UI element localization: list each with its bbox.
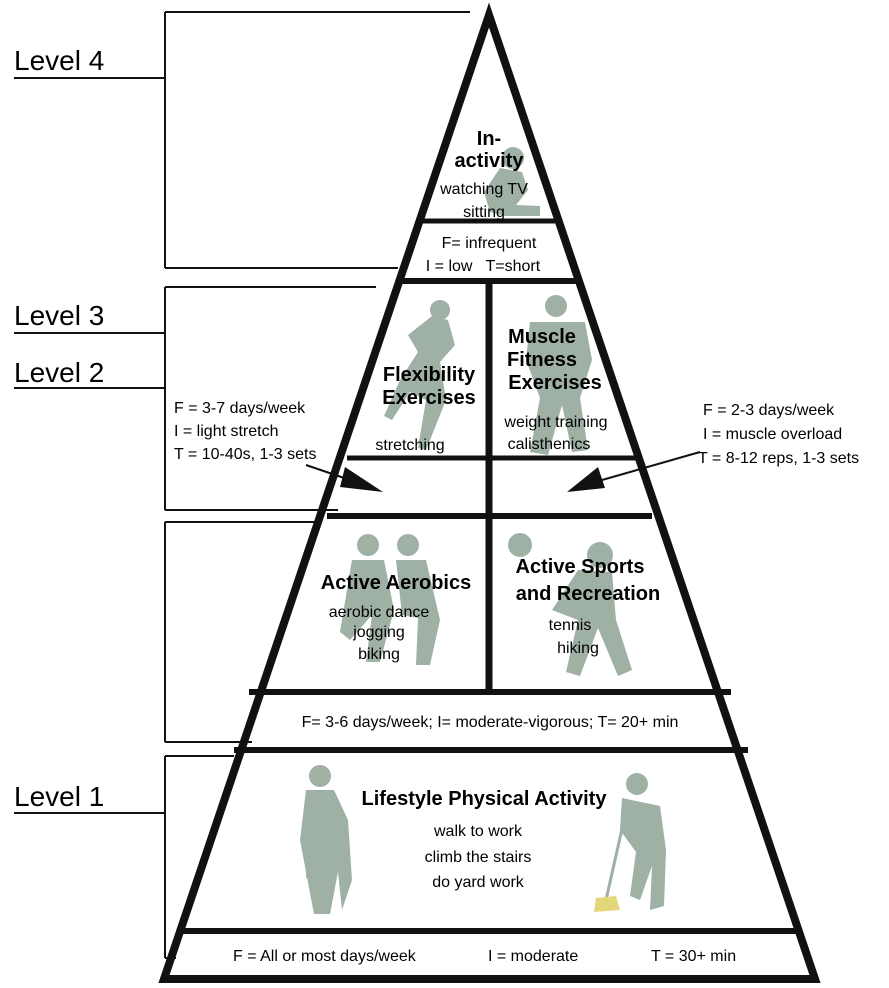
flexibility-title-2: Exercises — [382, 387, 475, 409]
flexibility-fit-t: T = 10-40s, 1-3 sets — [174, 446, 316, 463]
flexibility-fit-f: F = 3-7 days/week — [174, 400, 306, 417]
sports-tennis-figure — [508, 533, 632, 676]
aerobics-example: aerobic dance — [329, 604, 430, 621]
flexibility-fit-arrow — [305, 464, 383, 492]
muscle-example: calisthenics — [508, 436, 591, 453]
broom-bristles — [594, 896, 620, 912]
sports-title-2: and Recreation — [516, 583, 660, 605]
muscle-fit-t: T = 8-12 reps, 1-3 sets — [698, 450, 859, 467]
lifestyle-example: do yard work — [432, 874, 525, 891]
muscle-fit: F = 2-3 days/week I = muscle overload T … — [698, 402, 859, 467]
muscle-title-1: Muscle — [508, 326, 576, 348]
level-2-fit: F= 3-6 days/week; I= moderate-vigorous; … — [302, 714, 679, 731]
inactivity-fit-it: I = low T=short — [426, 258, 541, 275]
lifestyle-fit-i: I = moderate — [488, 948, 578, 965]
lifestyle-fit-f: F = All or most days/week — [233, 948, 417, 965]
muscle-example: weight training — [503, 414, 607, 431]
aerobics-example: jogging — [352, 624, 405, 641]
sports-title-1: Active Sports — [516, 556, 645, 578]
level-3-bracket — [14, 286, 376, 511]
lifestyle-example: climb the stairs — [425, 849, 532, 866]
lifestyle-fit: F = All or most days/week I = moderate T… — [233, 948, 736, 965]
flexibility-title-1: Flexibility — [383, 364, 476, 386]
level-4-bracket — [14, 11, 470, 269]
lifestyle-example: walk to work — [433, 823, 523, 840]
muscle-title-2: Fitness — [507, 349, 577, 371]
lifestyle-sweeper-figure — [604, 773, 666, 910]
muscle-fit-i: I = muscle overload — [703, 426, 842, 443]
lifestyle-block: Lifestyle Physical Activity walk to work… — [362, 788, 608, 891]
inactivity-fit-f: F= infrequent — [442, 235, 537, 252]
sports-example: hiking — [557, 640, 599, 657]
level-1-label: Level 1 — [14, 781, 104, 812]
lifestyle-fit-t: T = 30+ min — [651, 948, 736, 965]
level-2-label: Level 2 — [14, 357, 104, 388]
muscle-weight-figure — [526, 295, 592, 455]
flexibility-block: Flexibility Exercises stretching — [375, 364, 476, 454]
level-4-label: Level 4 — [14, 45, 104, 76]
muscle-fit-f: F = 2-3 days/week — [703, 402, 835, 419]
inactivity-sitting-figure — [484, 147, 540, 216]
sports-block: Active Sports and Recreation tennis hiki… — [516, 556, 661, 657]
muscle-title-3: Exercises — [508, 372, 601, 394]
level-1-bracket — [14, 755, 234, 959]
lifestyle-title: Lifestyle Physical Activity — [362, 788, 608, 810]
aerobics-example: biking — [358, 646, 400, 663]
level-2-bracket — [14, 387, 322, 743]
lifestyle-walker-figure — [300, 765, 352, 914]
aerobics-block: Active Aerobics aerobic dance jogging bi… — [321, 572, 471, 663]
muscle-fit-arrow — [567, 451, 701, 492]
sports-example: tennis — [549, 617, 592, 634]
inactivity-example: sitting — [463, 204, 505, 221]
aerobics-figures — [340, 534, 440, 665]
flexibility-example: stretching — [375, 437, 444, 454]
flexibility-fit: F = 3-7 days/week I = light stretch T = … — [174, 400, 316, 463]
level-3-label: Level 3 — [14, 300, 104, 331]
aerobics-title: Active Aerobics — [321, 572, 471, 594]
flexibility-stretching-figure — [384, 300, 455, 450]
inactivity-title-2: activity — [455, 150, 525, 172]
muscle-block: Muscle Fitness Exercises weight training… — [503, 326, 607, 453]
flexibility-fit-i: I = light stretch — [174, 423, 279, 440]
inactivity-title-1: In- — [477, 128, 501, 150]
inactivity-example: watching TV — [439, 181, 528, 198]
pyramid-frame — [158, 2, 821, 983]
inactivity-block: In- activity watching TV sitting F= infr… — [426, 128, 541, 275]
